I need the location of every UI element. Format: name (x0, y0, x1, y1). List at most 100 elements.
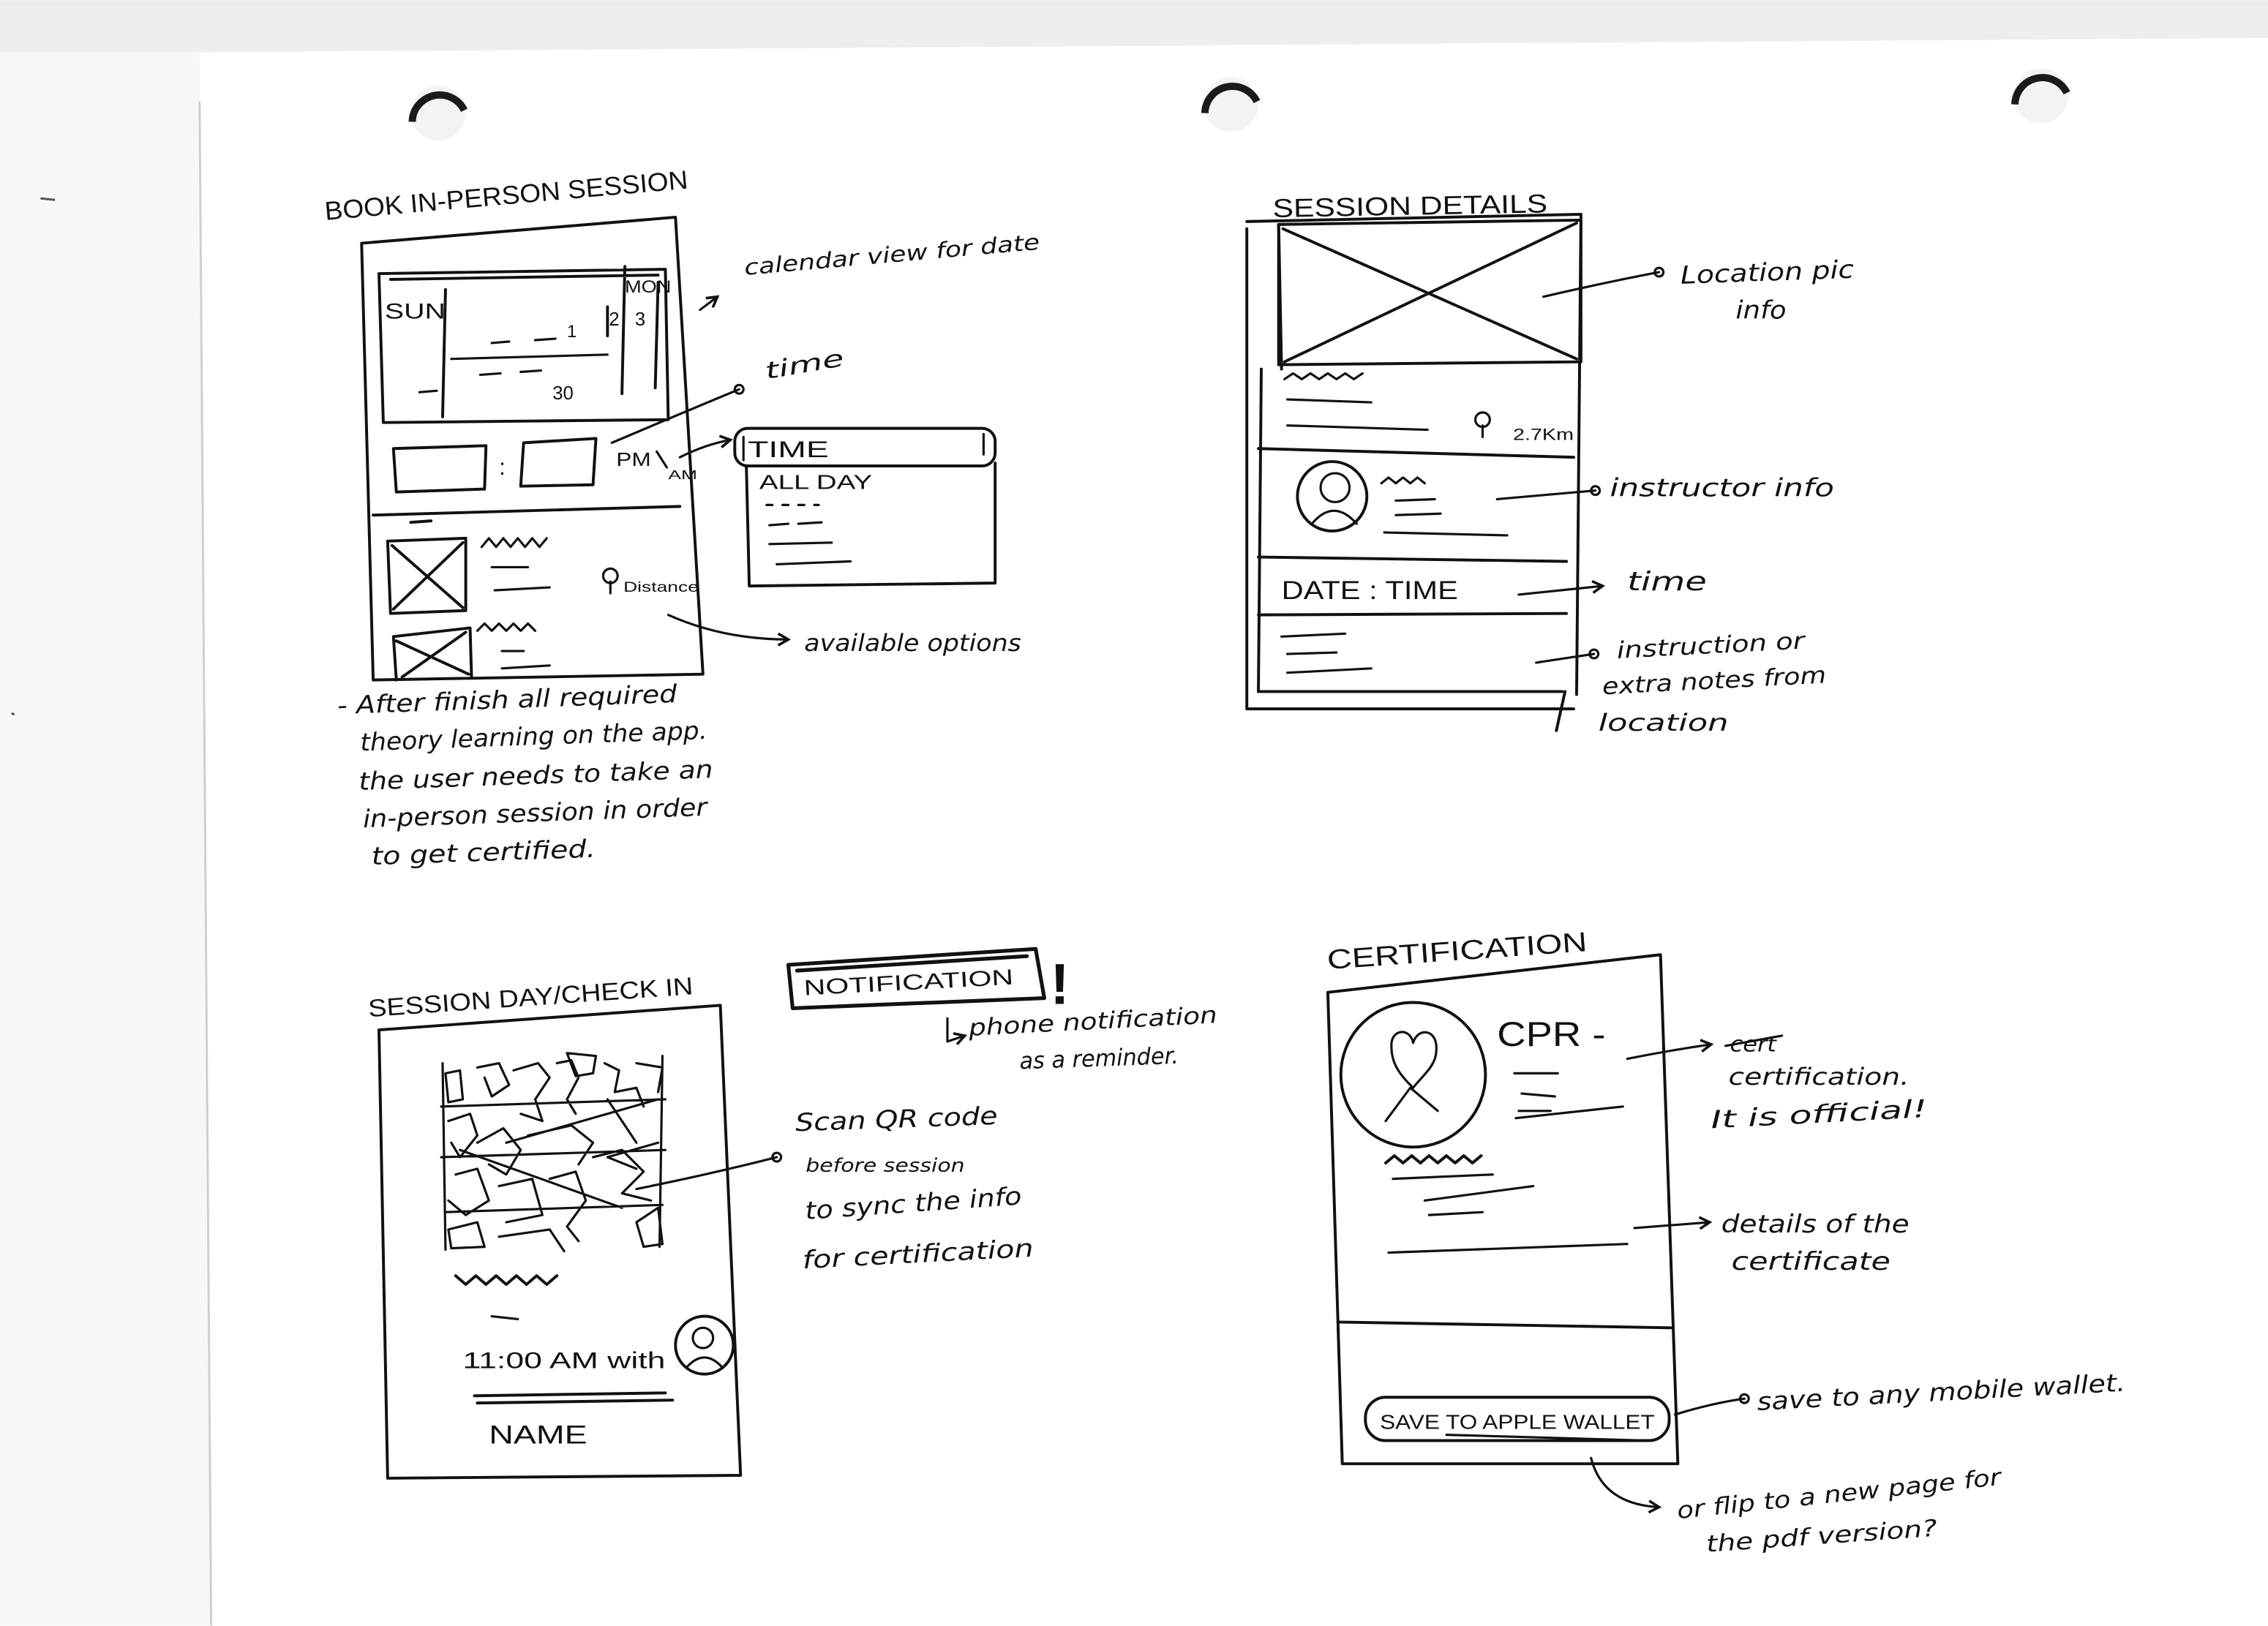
name-underline (473, 1391, 675, 1405)
pdf-arrow (1590, 1456, 1662, 1514)
location-arrow (1542, 266, 1665, 298)
details-arrow (1633, 1216, 1713, 1230)
wallet-button-label: SAVE TO APPLE WALLET (1380, 1411, 1655, 1434)
dropdown-option-lines (765, 503, 852, 566)
hour-field (391, 444, 488, 494)
notification-note: as a reminder. (1019, 1043, 1179, 1075)
wallet-arrow (1673, 1393, 1750, 1416)
option-item-2 (391, 622, 551, 682)
session-time-label: 11:00 AM with (463, 1347, 666, 1374)
image-placeholder-icon (386, 536, 468, 615)
options-note: available options (804, 631, 1021, 657)
option-item-1: Distance (386, 536, 699, 615)
image-placeholder-icon (391, 626, 473, 682)
paper-speck (11, 197, 56, 716)
minute-field (519, 437, 598, 488)
time-colon: : (499, 453, 506, 480)
punch-holes (408, 68, 2070, 141)
notification-alert-icon: ! (1050, 951, 1069, 1016)
pm-label: PM (616, 450, 650, 470)
calendar-day-sun: SUN (385, 299, 446, 323)
avatar-shoulders (686, 1356, 724, 1369)
extra-notes-arrow (1535, 648, 1600, 664)
avatar-head (1319, 472, 1351, 504)
dropdown-list-box (745, 462, 997, 588)
calendar-date-marks (418, 337, 609, 394)
location-note: Location pic (1680, 255, 1855, 290)
instructor-note: instructor info (1610, 474, 1833, 503)
avatar-head (691, 1326, 715, 1350)
strikethrough (1724, 1034, 1784, 1047)
dropdown-bars (742, 432, 985, 462)
time-arrow (1517, 580, 1606, 596)
avatar-outline (1296, 460, 1369, 532)
phone-frame (1326, 953, 1680, 1466)
avatar-outline (674, 1314, 735, 1376)
dropdown-arrow (678, 434, 733, 459)
section-divider (372, 505, 682, 524)
location-pin-icon (601, 567, 619, 595)
avatar-icon (674, 1314, 735, 1376)
session-details-wireframe: SESSION DETAILS 2.7Km DATE : TIME Locati… (1245, 189, 1855, 737)
dropdown-option-all-day: ALL DAY (759, 471, 872, 494)
paper-edge (198, 101, 213, 1626)
scan-note: Scan QR code (795, 1102, 998, 1137)
phone-frame (1245, 213, 1582, 732)
scan-note: before session (806, 1155, 964, 1177)
section-divider (1257, 611, 1569, 617)
option-title-squiggle (480, 537, 548, 549)
paper-shadow-left (0, 52, 211, 1626)
time-picker: : PM AM (391, 437, 697, 494)
calendar-date-30: 30 (552, 383, 574, 404)
calendar-arrow (699, 295, 720, 312)
time-arrow (610, 383, 745, 444)
instructor-arrow (1495, 485, 1602, 501)
notification-arrow (946, 1017, 968, 1046)
scan-arrow (635, 1151, 783, 1191)
avatar-shoulders (1310, 509, 1359, 525)
instructor-title-squiggle (1380, 476, 1426, 485)
phone-frame (360, 215, 705, 682)
dropdown-selected-label: TIME (748, 436, 829, 462)
calendar-date-1: 1 (567, 323, 577, 342)
save-to-wallet-button: SAVE TO APPLE WALLET (1364, 1396, 1671, 1442)
time-note: time (1627, 567, 1707, 597)
distance-value: 2.7Km (1513, 425, 1574, 443)
section-divider (1257, 555, 1569, 563)
location-pin-icon (1474, 411, 1491, 439)
section-divider (1336, 1320, 1672, 1330)
location-title-squiggle (1283, 372, 1364, 380)
avatar-body (1384, 1086, 1439, 1123)
option-title-squiggle (476, 622, 537, 632)
cpr-label: CPR - (1497, 1015, 1605, 1054)
certificate-text-lines (1513, 1072, 1624, 1120)
location-note: info (1735, 296, 1786, 324)
paper-shadow-top (0, 0, 2268, 53)
certificate-detail-lines (1387, 1173, 1629, 1254)
certificate-note: certification. (1729, 1064, 1910, 1091)
qr-code-icon (440, 1052, 667, 1253)
wallet-button-outline (1364, 1396, 1671, 1442)
date-time-label: DATE : TIME (1282, 576, 1458, 605)
options-arrow (666, 614, 792, 647)
dropdown-selected-box (733, 426, 997, 467)
instructor-name-label: NAME (489, 1420, 587, 1449)
check-in-title-squiggle (454, 1274, 559, 1286)
certificate-avatar-outline (1339, 1001, 1487, 1149)
heart-avatar-icon (1339, 1001, 1487, 1149)
calendar-date-2: 2 (609, 309, 619, 330)
option-text-lines (490, 565, 551, 592)
details-note: certificate (1732, 1247, 1890, 1276)
wallet-button-underline (1445, 1434, 1651, 1442)
distance-label: Distance (623, 579, 699, 595)
certificate-arrow (1626, 1039, 1714, 1061)
punch-hole-edge (1201, 83, 1261, 113)
punch-hole-edge (408, 91, 468, 122)
instructor-text-lines (1383, 497, 1509, 537)
punch-hole-edge (2011, 74, 2070, 105)
am-label: AM (668, 467, 697, 482)
notes-text-lines (1280, 632, 1373, 674)
notification-box (786, 946, 1046, 1010)
avatar-icon (1296, 460, 1369, 532)
phone-frame (378, 1004, 743, 1480)
